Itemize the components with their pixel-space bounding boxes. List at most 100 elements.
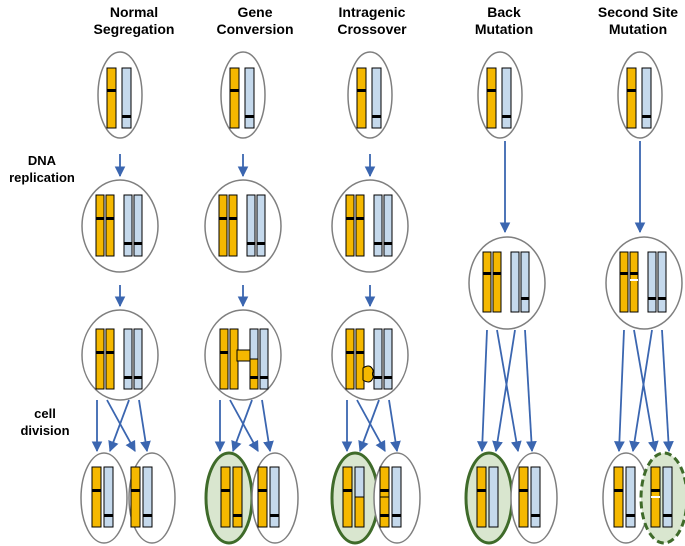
chromosome bbox=[142, 466, 153, 528]
mutation-band bbox=[92, 489, 101, 492]
chromosome bbox=[647, 251, 657, 313]
cell-outline bbox=[81, 309, 159, 401]
chromosome bbox=[383, 328, 393, 390]
chromosome bbox=[229, 67, 240, 129]
mutation-band bbox=[531, 514, 540, 517]
chromosome bbox=[520, 251, 530, 313]
column-title-line: Normal bbox=[109, 4, 159, 20]
mutation-band bbox=[260, 376, 268, 379]
mutation-band bbox=[96, 351, 104, 354]
mutation-band bbox=[663, 514, 672, 517]
mutation-band bbox=[614, 489, 623, 492]
column-title-line: Conversion bbox=[216, 21, 294, 37]
arrow bbox=[492, 329, 516, 453]
chromosome bbox=[345, 328, 355, 390]
chromosome bbox=[123, 328, 133, 390]
chromosome bbox=[657, 251, 667, 313]
mutation-band bbox=[346, 351, 354, 354]
column-title-line: Back bbox=[487, 4, 521, 20]
arrow bbox=[614, 329, 625, 453]
chromosome bbox=[356, 67, 367, 129]
chromosome bbox=[106, 67, 117, 129]
mutation-band bbox=[374, 376, 382, 379]
chromosome bbox=[510, 251, 520, 313]
chromosome bbox=[220, 466, 231, 528]
chromosome bbox=[488, 466, 499, 528]
cell-outline bbox=[347, 51, 393, 139]
mutation-band bbox=[627, 89, 636, 92]
chromosome bbox=[355, 194, 365, 257]
chromosome bbox=[662, 466, 673, 528]
mutation-band bbox=[106, 351, 114, 354]
arrow bbox=[358, 399, 380, 453]
mutation-band bbox=[221, 489, 230, 492]
cell-outline bbox=[204, 179, 282, 273]
row-label-line: DNA bbox=[27, 153, 57, 168]
chromosome bbox=[244, 67, 255, 129]
column-title-normal-segregation: Normal Segregation bbox=[74, 4, 194, 38]
column-title-line: Mutation bbox=[474, 21, 534, 37]
chromosome bbox=[518, 466, 529, 528]
row-label-line: replication bbox=[9, 170, 75, 185]
chromosome bbox=[95, 328, 105, 390]
mutation-band bbox=[257, 242, 265, 245]
mutation-band bbox=[626, 514, 635, 517]
chromosome bbox=[342, 466, 353, 528]
mutation-band bbox=[250, 376, 258, 379]
cell-outline bbox=[468, 236, 546, 330]
arrow bbox=[106, 399, 136, 452]
column-title-line: Intragenic bbox=[338, 4, 406, 20]
chromosome bbox=[391, 466, 402, 528]
arrow bbox=[138, 399, 151, 453]
mutation-band bbox=[392, 514, 401, 517]
mutation-band bbox=[96, 217, 104, 220]
chromosome bbox=[476, 466, 487, 528]
mutation-band bbox=[487, 89, 496, 92]
mutation-band bbox=[233, 514, 242, 517]
cell-outline bbox=[81, 179, 159, 273]
mutation-band bbox=[658, 297, 666, 300]
mutation-band bbox=[356, 217, 364, 220]
chromosome bbox=[373, 194, 383, 257]
column-title-line: Mutation bbox=[608, 21, 668, 37]
mutation-band bbox=[642, 115, 651, 118]
mutation-band bbox=[648, 297, 656, 300]
mutation-band bbox=[143, 514, 152, 517]
mutation-band bbox=[106, 217, 114, 220]
chromosome bbox=[232, 466, 243, 528]
column-title-line: Gene bbox=[237, 4, 273, 20]
mutation-band bbox=[521, 297, 529, 300]
column-title-line: Second Site bbox=[597, 4, 679, 20]
chromosome bbox=[259, 328, 269, 390]
chromosome bbox=[373, 328, 383, 390]
chromosome bbox=[501, 67, 512, 129]
mutation-band bbox=[356, 351, 364, 354]
cell-outline bbox=[220, 51, 266, 139]
column-title-line: Segregation bbox=[93, 21, 175, 37]
chromosome bbox=[121, 67, 132, 129]
arrow bbox=[229, 399, 259, 452]
mutation-band bbox=[122, 115, 131, 118]
chromosome bbox=[345, 194, 355, 257]
mutation-band bbox=[372, 115, 381, 118]
mutation-band bbox=[131, 489, 140, 492]
cell-outline bbox=[605, 236, 683, 330]
mutation-band bbox=[124, 242, 132, 245]
mutation-band bbox=[346, 217, 354, 220]
chromosome bbox=[629, 251, 639, 313]
mutation-band bbox=[134, 242, 142, 245]
mutation-band bbox=[493, 272, 501, 275]
converted-segment bbox=[249, 358, 259, 390]
mutation-band bbox=[620, 272, 628, 275]
cell-outline bbox=[477, 51, 523, 139]
cell-outline bbox=[331, 179, 409, 273]
arrow bbox=[477, 329, 488, 453]
column-title-line: Crossover bbox=[337, 21, 407, 37]
row-label-line: division bbox=[20, 423, 70, 438]
chromosome bbox=[641, 67, 652, 129]
mutation-band bbox=[477, 489, 486, 492]
column-title-intragenic-crossover: Intragenic Crossover bbox=[312, 4, 432, 38]
chromosome bbox=[228, 194, 238, 257]
cell-outline bbox=[617, 51, 663, 139]
